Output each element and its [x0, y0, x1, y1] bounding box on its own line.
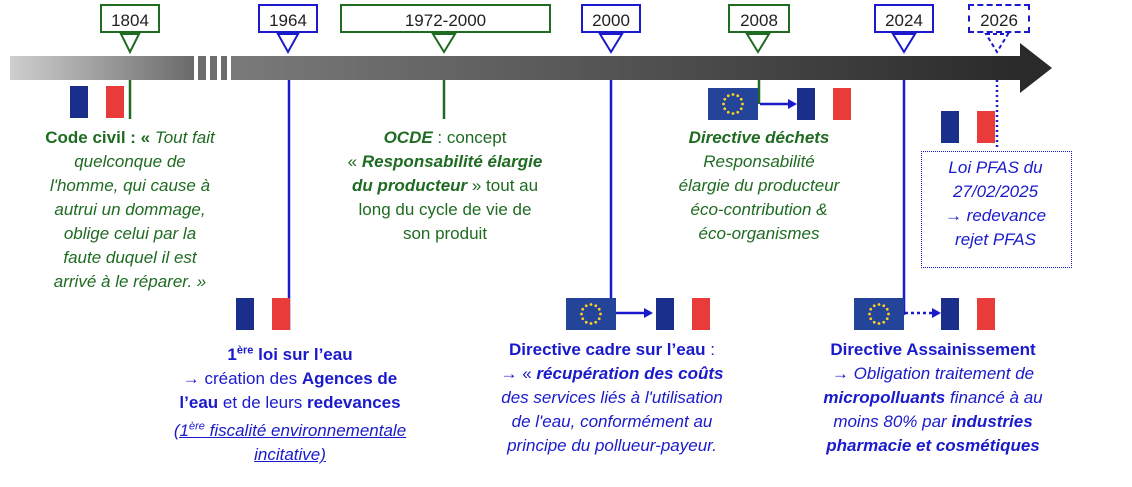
france-flag-icon: [656, 298, 710, 330]
france-flag-icon: [941, 111, 995, 143]
pointer-2000: [598, 33, 624, 54]
pointer-1964: [276, 33, 300, 55]
code-civil-text: Code civil : « Tout fait quelconque de l…: [45, 128, 215, 291]
year-1804: 1804: [100, 4, 160, 33]
loi-eau-1964-text: 1ère loi sur l’eau → création des Agence…: [173, 344, 407, 465]
france-flag-icon: [797, 88, 851, 120]
directive-dechets-text: Directive déchets Responsabilité élargie…: [678, 128, 840, 243]
pointer-2008: [745, 33, 771, 54]
year-1964: 1964: [258, 4, 318, 33]
pfas-box: [921, 151, 1072, 268]
year-2008: 2008: [728, 4, 790, 33]
year-2024: 2024: [874, 4, 934, 33]
year-2000: 2000: [581, 4, 641, 33]
pointer-2024: [891, 33, 917, 54]
eu-flag-icon: [566, 298, 616, 330]
eu-flag-icon: [708, 88, 758, 120]
eu-flag-icon: [854, 298, 904, 330]
ocde-text: OCDE : concept « Responsabilité élargie …: [347, 128, 543, 243]
year-1972-2000: 1972-2000: [340, 4, 551, 33]
france-flag-icon: [236, 298, 290, 330]
directive-cadre-eau-text: Directive cadre sur l’eau : → « récupéra…: [500, 340, 724, 455]
france-flag-icon: [70, 86, 124, 118]
loi-pfas-text: Loi PFAS du 27/02/2025 → redevance rejet…: [944, 158, 1047, 249]
directive-assainissement-text: Directive Assainissement → Obligation tr…: [823, 340, 1043, 455]
france-flag-icon: [941, 298, 995, 330]
pointer-1804: [119, 33, 141, 55]
pointer-1972: [431, 33, 457, 54]
pointer-2026: [984, 33, 1010, 54]
year-2026: 2026: [968, 4, 1030, 33]
